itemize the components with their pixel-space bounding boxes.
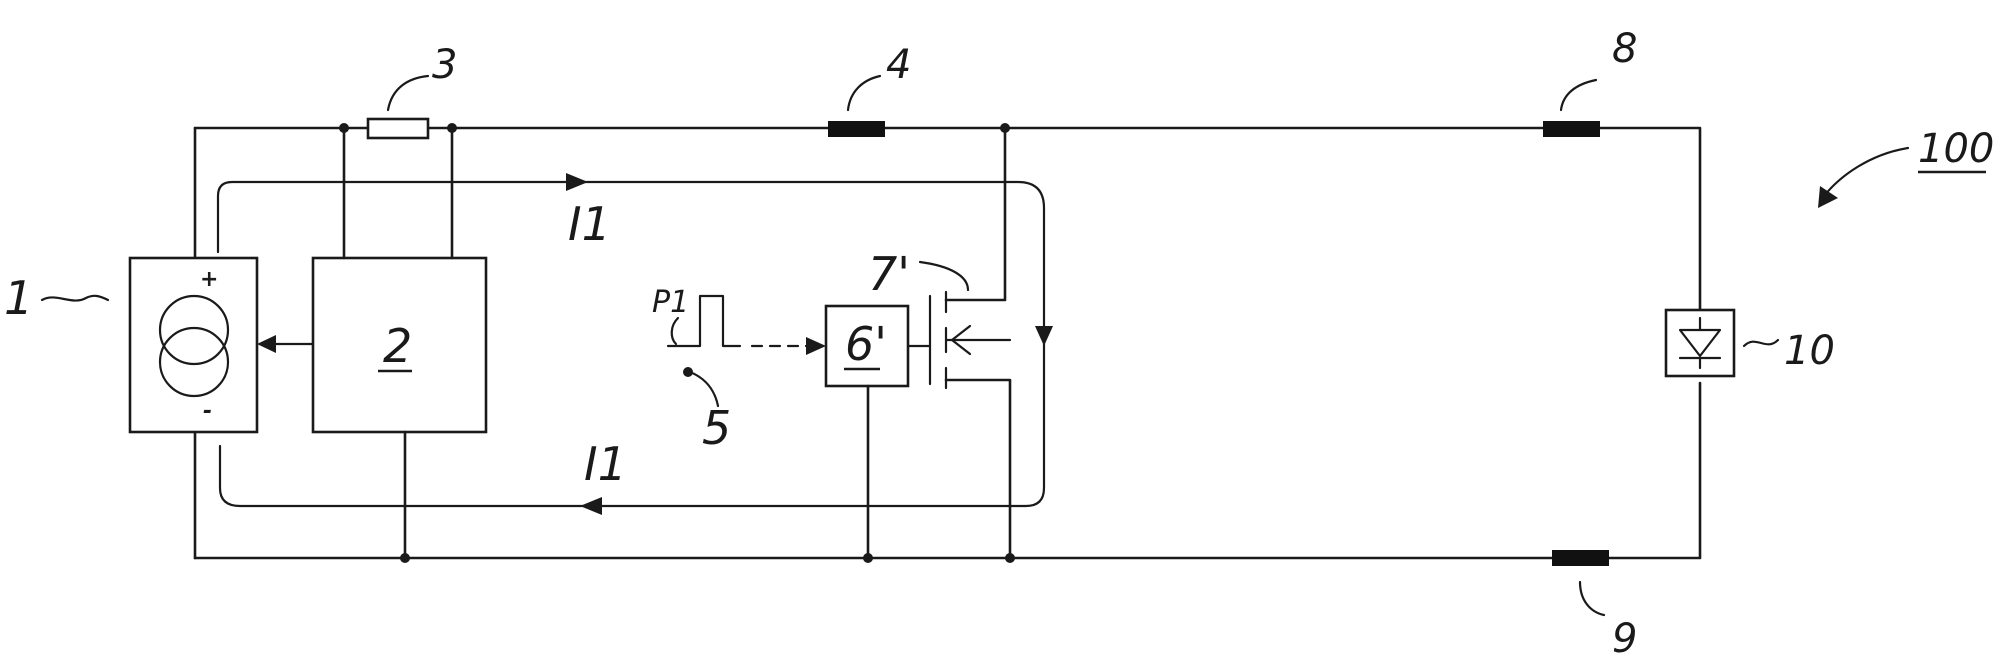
shunt-resistor xyxy=(368,119,428,138)
source-leader xyxy=(42,296,108,301)
resistor-leader xyxy=(388,76,428,110)
system-label: 100 xyxy=(1918,126,1994,172)
junction-drain xyxy=(1000,123,1010,133)
connector-4-leader xyxy=(848,76,880,110)
resistor-label: 3 xyxy=(432,42,457,88)
pulse-leader-dot xyxy=(683,367,693,377)
junction-driver-ground xyxy=(863,553,873,563)
connector-4-label: 4 xyxy=(886,42,911,88)
pulse-label: 5 xyxy=(702,401,731,455)
junction-source xyxy=(1005,553,1015,563)
current-label-bottom: I1 xyxy=(584,437,627,491)
junction-sense-left xyxy=(339,123,349,133)
connector-8 xyxy=(1543,121,1600,137)
transistor-label: 7' xyxy=(868,247,910,301)
minus-sign: - xyxy=(203,399,212,424)
controller-label: 2 xyxy=(383,319,412,373)
current-arrow-top xyxy=(566,173,588,191)
driver-label: 6' xyxy=(845,317,887,371)
transistor-drain-line xyxy=(946,128,1005,300)
connector-4 xyxy=(828,121,885,137)
transistor-leader xyxy=(920,262,968,290)
connector-9 xyxy=(1552,550,1609,566)
connector-9-label: 9 xyxy=(1612,616,1637,662)
pulse-bracket xyxy=(672,318,678,344)
led-leader xyxy=(1744,340,1778,346)
junction-sense-right xyxy=(447,123,457,133)
pulse-mark-label: P1 xyxy=(652,285,689,320)
current-source-box xyxy=(130,258,257,432)
source-label: 1 xyxy=(4,271,33,325)
transistor-source-line xyxy=(946,380,1010,558)
system-pointer-arrowhead xyxy=(1818,186,1838,208)
pulse-arrowhead xyxy=(806,337,826,355)
connector-8-label: 8 xyxy=(1612,26,1637,72)
connector-8-leader xyxy=(1561,80,1596,110)
connector-9-leader xyxy=(1580,582,1604,615)
current-arrow-bottom xyxy=(580,497,602,515)
current-label-top: I1 xyxy=(568,197,611,251)
led-label: 10 xyxy=(1784,328,1835,374)
system-pointer-line xyxy=(1824,148,1908,196)
junction-controller-ground xyxy=(400,553,410,563)
plus-sign: + xyxy=(200,267,218,292)
controller-to-source-arrowhead xyxy=(257,335,276,353)
